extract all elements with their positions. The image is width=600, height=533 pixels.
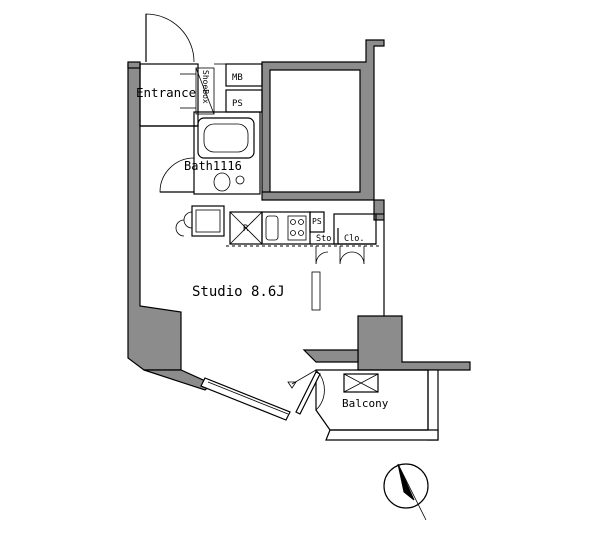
- label-shoebox: ShoeBox: [201, 70, 210, 104]
- label-bath: Bath1116: [184, 159, 242, 173]
- left-wall: [127, 63, 182, 371]
- label-balcony: Balcony: [342, 397, 389, 410]
- top-wall-left: [127, 61, 141, 69]
- mb-box: [225, 63, 263, 87]
- ac-unit: [311, 271, 321, 311]
- ps-kitchen-box: [309, 211, 325, 233]
- entrance-area: [139, 13, 215, 127]
- bathtub: [197, 117, 255, 159]
- balcony-pillar: [357, 315, 471, 371]
- north-arrow-icon: [397, 463, 415, 501]
- label-ps-upper: PS: [232, 99, 243, 109]
- inner-wall-right: [302, 349, 359, 363]
- balcony-bottom-rail: [325, 429, 439, 441]
- right-wall: [373, 199, 385, 221]
- bath-door[interactable]: [159, 157, 195, 193]
- label-sto: Sto.: [316, 234, 336, 244]
- label-mb: MB: [232, 73, 243, 83]
- shaft-wall: [261, 39, 385, 201]
- balcony-area: [287, 369, 429, 431]
- toilet-icon: [213, 172, 231, 192]
- compass: [383, 463, 429, 521]
- bathroom: [159, 111, 261, 195]
- stove-icon: [287, 215, 307, 241]
- storage-area: [310, 213, 385, 316]
- label-studio: Studio 8.6J: [192, 284, 285, 300]
- walls: [127, 39, 471, 441]
- label-clo: Clo.: [344, 234, 364, 244]
- entrance-door[interactable]: [145, 13, 195, 63]
- shoebox: [195, 67, 215, 115]
- washer-icon: [191, 205, 225, 237]
- sink-icon: [265, 215, 279, 241]
- label-entrance: Entrance: [136, 85, 196, 100]
- label-r: R: [243, 224, 249, 234]
- balcony-door[interactable]: [291, 369, 325, 411]
- lower-diagonal-wall: [143, 369, 214, 391]
- kitchen-area: [175, 205, 380, 247]
- outdoor-unit: [343, 373, 379, 393]
- label-ps-kitchen: PS: [312, 217, 322, 226]
